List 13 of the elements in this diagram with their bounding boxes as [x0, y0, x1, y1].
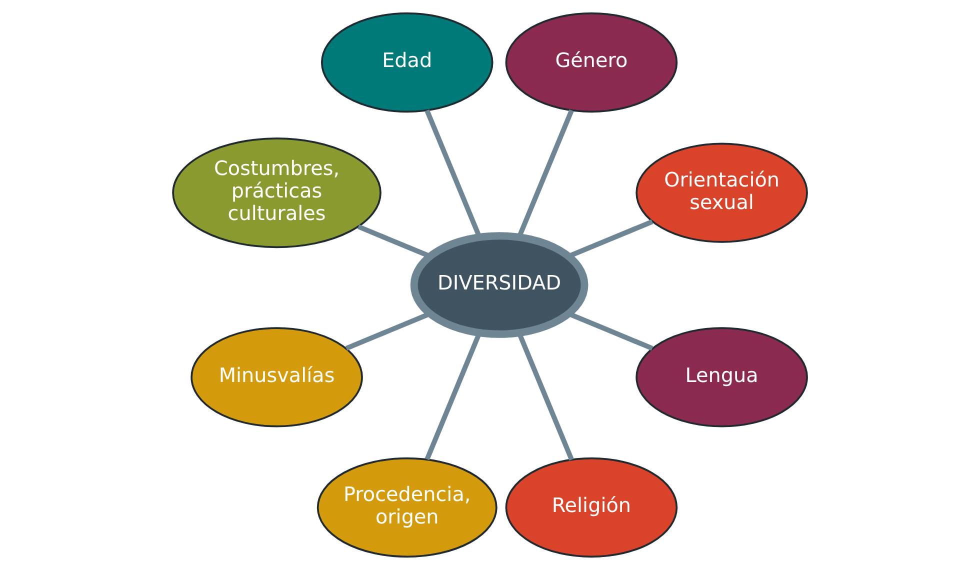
node-ellipse: Minusvalías [190, 327, 362, 428]
node-ellipse: DIVERSIDAD [410, 232, 588, 338]
connector [344, 312, 430, 351]
connector [356, 224, 430, 258]
connector [568, 219, 653, 258]
node-ellipse: Religión [504, 457, 678, 558]
node-ellipse: Orientación sexual [635, 142, 808, 243]
node-ellipse: Costumbres, prácticas culturales [172, 138, 381, 248]
node-ellipse: Procedencia, origen [316, 457, 497, 558]
node-ellipse: Lengua [635, 327, 808, 428]
node-ellipse: Género [504, 12, 678, 113]
node-ellipse: Edad [320, 12, 493, 113]
connector [568, 312, 653, 351]
